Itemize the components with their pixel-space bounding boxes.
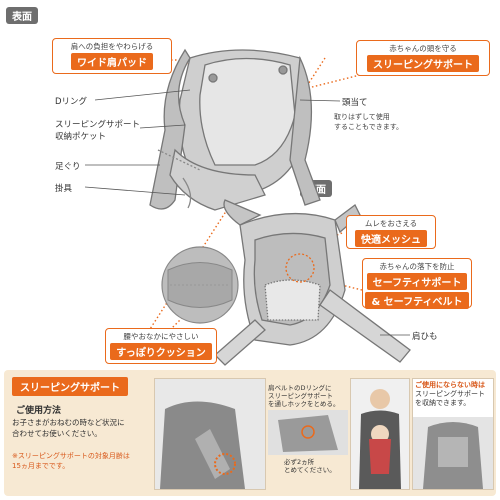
- safety-title-2: & セーフティベルト: [365, 292, 469, 309]
- headrest-note: 取りはずして使用 することもできます。: [334, 112, 403, 132]
- usage-line-1: お子さまがおねむの時など状況に: [12, 418, 125, 427]
- usage-line-2: 合わせてお使いください。: [12, 429, 102, 438]
- headrest-note-2: することもできます。: [334, 123, 404, 131]
- callout-wide-pad: 肩への負担をやわらげる ワイド肩パッド: [52, 38, 172, 74]
- photo-step-3: [350, 378, 410, 490]
- callout-cushion: 腰やおなかにやさしい すっぽりクッション: [105, 328, 217, 364]
- step-4-line-2: スリーピングサポート: [415, 390, 485, 398]
- callout-safety: 赤ちゃんの落下を防止 セーフティサポート & セーフティベルト: [362, 258, 472, 309]
- headrest-label: 頭当て: [342, 98, 368, 108]
- sleeping-support-title: スリーピングサポート: [12, 377, 128, 396]
- front-carrier-drawing: [149, 48, 321, 211]
- usage-note-2: 15ヵ月までです。: [12, 462, 70, 470]
- wide-pad-sub: 肩への負担をやわらげる: [70, 42, 154, 51]
- sleep-support-title: スリーピングサポート: [367, 55, 479, 72]
- pocket-label-2: 収納ポケット: [55, 132, 107, 142]
- step-2-line-2: スリーピングサポート: [268, 392, 333, 400]
- callout-mesh: ムレをおさえる 快適メッシュ: [346, 215, 436, 249]
- photo-step-4: ご使用にならない時は スリーピングサポート を収納できます。: [412, 378, 494, 490]
- headrest-note-1: 取りはずして使用: [334, 113, 390, 121]
- back-carrier-drawing: [214, 199, 411, 366]
- photo-step-1-image: [155, 379, 265, 489]
- step-2-warning: 必ず2ヵ所 とめてください。: [284, 458, 344, 474]
- step-2-line-5: とめてください。: [284, 466, 336, 474]
- safety-title-1: セーフティサポート: [366, 273, 468, 290]
- step-2-line-4: 必ず2ヵ所: [284, 458, 315, 466]
- front-side-tag: 表面: [6, 7, 38, 24]
- buckle-label: 掛具: [55, 184, 73, 194]
- usage-heading: ご使用方法: [16, 406, 62, 416]
- callout-sleep-support: 赤ちゃんの頭を守る スリーピングサポート: [356, 40, 490, 76]
- usage-note: ※スリーピングサポートの対象月齢は 15ヵ月までです。: [12, 451, 152, 471]
- step-4-line-1: ご使用にならない時は: [415, 381, 485, 389]
- usage-body: お子さまがおねむの時など状況に 合わせてお使いください。: [12, 417, 152, 439]
- sleep-support-sub: 赤ちゃんの頭を守る: [389, 44, 457, 53]
- step-2-text: 肩ベルトのDリングに スリーピングサポート を通しホックをとめる。: [268, 384, 348, 408]
- pocket-label-1: スリーピングサポート: [55, 120, 141, 130]
- cushion-detail-circle: [161, 246, 239, 324]
- sleeping-support-panel: スリーピングサポート ご使用方法 お子さまがおねむの時など状況に 合わせてお使い…: [4, 370, 496, 496]
- step-2-line-1: 肩ベルトのDリングに: [268, 384, 332, 392]
- cushion-sub: 腰やおなかにやさしい: [123, 332, 199, 341]
- photo-step-4-image: [413, 417, 493, 489]
- usage-note-1: ※スリーピングサポートの対象月齢は: [12, 452, 130, 460]
- wide-pad-title: ワイド肩パッド: [71, 53, 153, 70]
- d-ring-label: Dリング: [55, 97, 88, 107]
- leg-hole-label: 足ぐり: [55, 162, 81, 172]
- step-4-line-3: を収納できます。: [415, 399, 471, 407]
- photo-step-3-image: [351, 379, 409, 489]
- mesh-title: 快適メッシュ: [355, 230, 427, 247]
- step-4-text: ご使用にならない時は スリーピングサポート を収納できます。: [415, 381, 493, 408]
- photo-step-1: [154, 378, 266, 490]
- strap-label: 肩ひも: [412, 332, 438, 342]
- safety-sub: 赤ちゃんの落下を防止: [379, 262, 455, 271]
- cushion-title: すっぽりクッション: [110, 343, 212, 360]
- step-2-line-3: を通しホックをとめる。: [268, 400, 340, 408]
- mesh-sub: ムレをおさえる: [364, 219, 418, 228]
- label-tick-lines: [84, 89, 410, 336]
- carrier-illustration: [115, 48, 411, 366]
- photo-step-2-image: [268, 410, 348, 455]
